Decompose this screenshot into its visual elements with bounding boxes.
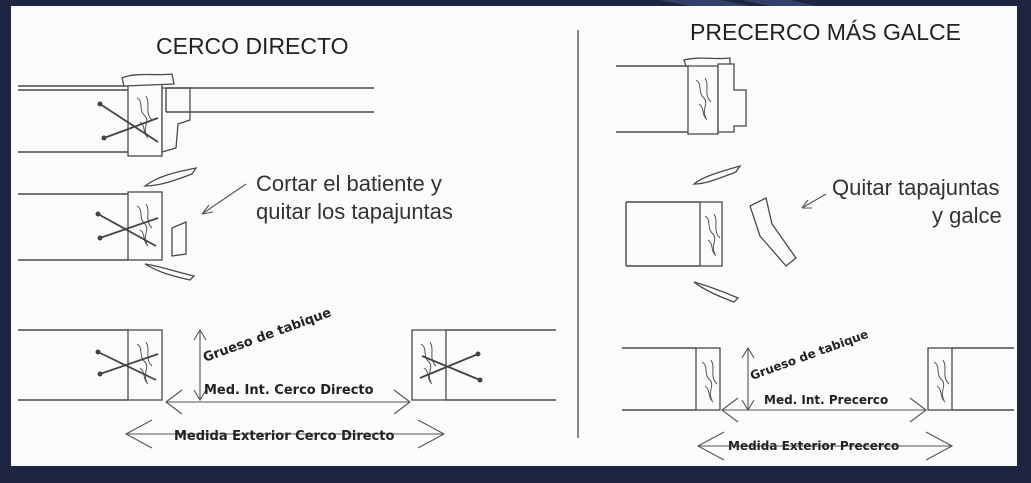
right-med-ext-label: Medida Exterior Precerco [728, 439, 899, 453]
left-title: CERCO DIRECTO [156, 33, 349, 59]
left-row1-wall-with-frame [18, 73, 374, 157]
right-note-line2: y galce [932, 203, 1002, 228]
left-note-line2: quitar los tapajuntas [256, 199, 453, 224]
right-note-line1: Quitar tapajuntas [832, 175, 1000, 200]
left-med-ext-label: Medida Exterior Cerco Directo [174, 429, 394, 444]
right-row3-installed-precercos [622, 346, 1014, 461]
right-row1-precerco-with-galce [616, 57, 747, 135]
frame-decoration [660, 0, 750, 6]
right-med-int-label: Med. Int. Precerco [764, 393, 888, 407]
left-note-line1: Cortar el batiente y [256, 171, 442, 196]
left-med-int-label: Med. Int. Cerco Directo [204, 383, 374, 398]
left-row3-installed-frames [18, 328, 556, 449]
right-note: Quitar tapajuntas y galce [801, 175, 1002, 228]
frame-decoration [742, 0, 815, 6]
left-row2-cut-frame [18, 167, 198, 281]
right-title: PRECERCO MÁS GALCE [690, 19, 961, 45]
left-note: Cortar el batiente y quitar los tapajunt… [201, 171, 453, 224]
right-row2-exploded-precerco [625, 164, 797, 303]
